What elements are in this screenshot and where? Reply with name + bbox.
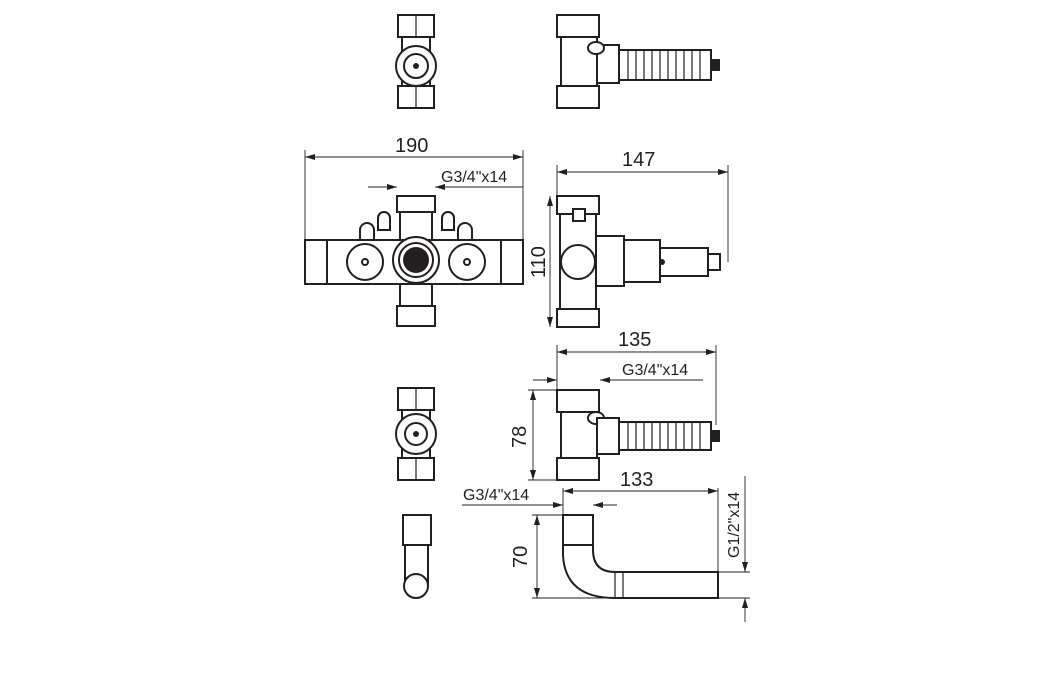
elbow-front-view — [402, 514, 432, 599]
dimension-lines — [304, 150, 750, 622]
valve-side-view-lower — [556, 389, 720, 481]
elbow-side-view — [562, 514, 719, 599]
valve-front-view-top — [395, 14, 437, 109]
dim-elbow-outlet-thread: G1/2"x14 — [726, 492, 743, 558]
valve-side-view-main — [556, 195, 721, 328]
dim-lower-depth: 135 — [618, 329, 651, 351]
valve-side-view-top — [556, 14, 720, 109]
dim-side-depth: 147 — [622, 149, 655, 171]
dim-lower-height: 78 — [509, 426, 531, 448]
dim-elbow-inlet-thread: G3/4"x14 — [463, 487, 529, 504]
valve-front-view-lower — [395, 387, 437, 481]
dim-main-width: 190 — [395, 135, 428, 157]
dim-elbow-height: 70 — [510, 546, 532, 568]
dim-lower-thread: G3/4"x14 — [622, 362, 688, 379]
valve-front-view-main — [304, 195, 524, 327]
dim-main-thread: G3/4"x14 — [441, 169, 507, 186]
dim-elbow-length: 133 — [620, 469, 653, 491]
dim-side-height: 110 — [528, 246, 550, 278]
